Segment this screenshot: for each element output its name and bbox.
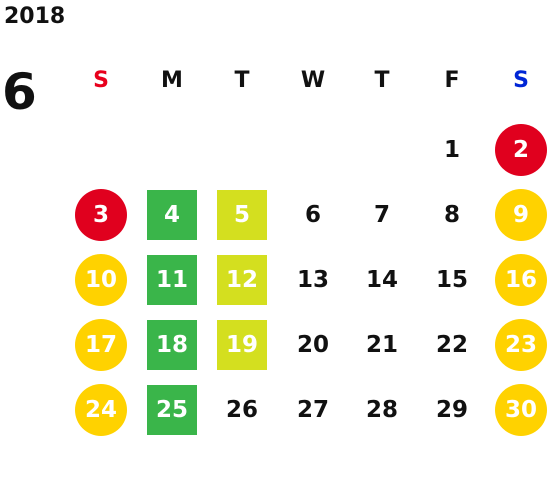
day-cell-25[interactable]: 25 bbox=[142, 380, 202, 440]
day-cell-19[interactable]: 19 bbox=[212, 315, 272, 375]
day-number: 3 bbox=[92, 202, 109, 228]
day-cell-13[interactable]: 13 bbox=[283, 250, 343, 310]
day-cell-18[interactable]: 18 bbox=[142, 315, 202, 375]
day-number: 27 bbox=[296, 397, 329, 423]
day-cell-4[interactable]: 4 bbox=[142, 185, 202, 245]
weekday-header-0: S bbox=[93, 67, 109, 93]
day-cell-29[interactable]: 29 bbox=[422, 380, 482, 440]
day-cell-16[interactable]: 16 bbox=[491, 250, 548, 310]
weekday-header-1: M bbox=[161, 67, 183, 93]
day-number: 29 bbox=[435, 397, 468, 423]
yellow-circle-marker: 10 bbox=[75, 254, 127, 306]
day-cell-9[interactable]: 9 bbox=[491, 185, 548, 245]
day-cell-2[interactable]: 2 bbox=[491, 120, 548, 180]
day-number: 5 bbox=[233, 202, 250, 228]
day-number: 15 bbox=[435, 267, 468, 293]
day-number: 13 bbox=[296, 267, 329, 293]
day-number: 17 bbox=[84, 332, 117, 358]
day-number: 21 bbox=[365, 332, 398, 358]
year-label: 2018 bbox=[4, 4, 66, 29]
day-number: 1 bbox=[443, 137, 460, 163]
lime-square-marker: 19 bbox=[217, 320, 267, 370]
yellow-circle-marker: 23 bbox=[495, 319, 547, 371]
day-cell-27[interactable]: 27 bbox=[283, 380, 343, 440]
day-number: 6 bbox=[304, 202, 321, 228]
day-cell-11[interactable]: 11 bbox=[142, 250, 202, 310]
yellow-circle-marker: 30 bbox=[495, 384, 547, 436]
day-cell-12[interactable]: 12 bbox=[212, 250, 272, 310]
day-cell-23[interactable]: 23 bbox=[491, 315, 548, 375]
day-number: 2 bbox=[512, 137, 529, 163]
weekday-header-2: T bbox=[234, 67, 250, 93]
day-number: 12 bbox=[225, 267, 258, 293]
day-cell-7[interactable]: 7 bbox=[352, 185, 412, 245]
day-number: 26 bbox=[225, 397, 258, 423]
month-number: 6 bbox=[2, 63, 37, 121]
weekday-header-4: T bbox=[374, 67, 390, 93]
day-number: 8 bbox=[443, 202, 460, 228]
day-cell-3[interactable]: 3 bbox=[71, 185, 131, 245]
day-cell-10[interactable]: 10 bbox=[71, 250, 131, 310]
green-square-marker: 4 bbox=[147, 190, 197, 240]
weekday-header-6: S bbox=[513, 67, 529, 93]
day-cell-24[interactable]: 24 bbox=[71, 380, 131, 440]
day-number: 11 bbox=[155, 267, 188, 293]
weekday-header-5: F bbox=[444, 67, 460, 93]
red-circle-marker: 3 bbox=[75, 189, 127, 241]
green-square-marker: 11 bbox=[147, 255, 197, 305]
day-number: 16 bbox=[504, 267, 537, 293]
day-number: 18 bbox=[155, 332, 188, 358]
day-cell-5[interactable]: 5 bbox=[212, 185, 272, 245]
weekday-header-3: W bbox=[300, 67, 326, 93]
lime-square-marker: 12 bbox=[217, 255, 267, 305]
day-number: 19 bbox=[225, 332, 258, 358]
red-circle-marker: 2 bbox=[495, 124, 547, 176]
day-cell-20[interactable]: 20 bbox=[283, 315, 343, 375]
day-cell-8[interactable]: 8 bbox=[422, 185, 482, 245]
day-number: 25 bbox=[155, 397, 188, 423]
day-number: 30 bbox=[504, 397, 537, 423]
day-number: 7 bbox=[373, 202, 390, 228]
lime-square-marker: 5 bbox=[217, 190, 267, 240]
green-square-marker: 18 bbox=[147, 320, 197, 370]
day-number: 20 bbox=[296, 332, 329, 358]
day-number: 10 bbox=[84, 267, 117, 293]
day-number: 23 bbox=[504, 332, 537, 358]
day-cell-28[interactable]: 28 bbox=[352, 380, 412, 440]
day-cell-30[interactable]: 30 bbox=[491, 380, 548, 440]
day-cell-22[interactable]: 22 bbox=[422, 315, 482, 375]
day-number: 14 bbox=[365, 267, 398, 293]
day-cell-14[interactable]: 14 bbox=[352, 250, 412, 310]
yellow-circle-marker: 9 bbox=[495, 189, 547, 241]
day-number: 22 bbox=[435, 332, 468, 358]
yellow-circle-marker: 16 bbox=[495, 254, 547, 306]
day-cell-21[interactable]: 21 bbox=[352, 315, 412, 375]
day-number: 4 bbox=[163, 202, 180, 228]
day-cell-6[interactable]: 6 bbox=[283, 185, 343, 245]
day-cell-26[interactable]: 26 bbox=[212, 380, 272, 440]
day-cell-1[interactable]: 1 bbox=[422, 120, 482, 180]
day-cell-17[interactable]: 17 bbox=[71, 315, 131, 375]
day-number: 9 bbox=[512, 202, 529, 228]
yellow-circle-marker: 17 bbox=[75, 319, 127, 371]
yellow-circle-marker: 24 bbox=[75, 384, 127, 436]
day-cell-15[interactable]: 15 bbox=[422, 250, 482, 310]
day-number: 24 bbox=[84, 397, 117, 423]
green-square-marker: 25 bbox=[147, 385, 197, 435]
day-number: 28 bbox=[365, 397, 398, 423]
